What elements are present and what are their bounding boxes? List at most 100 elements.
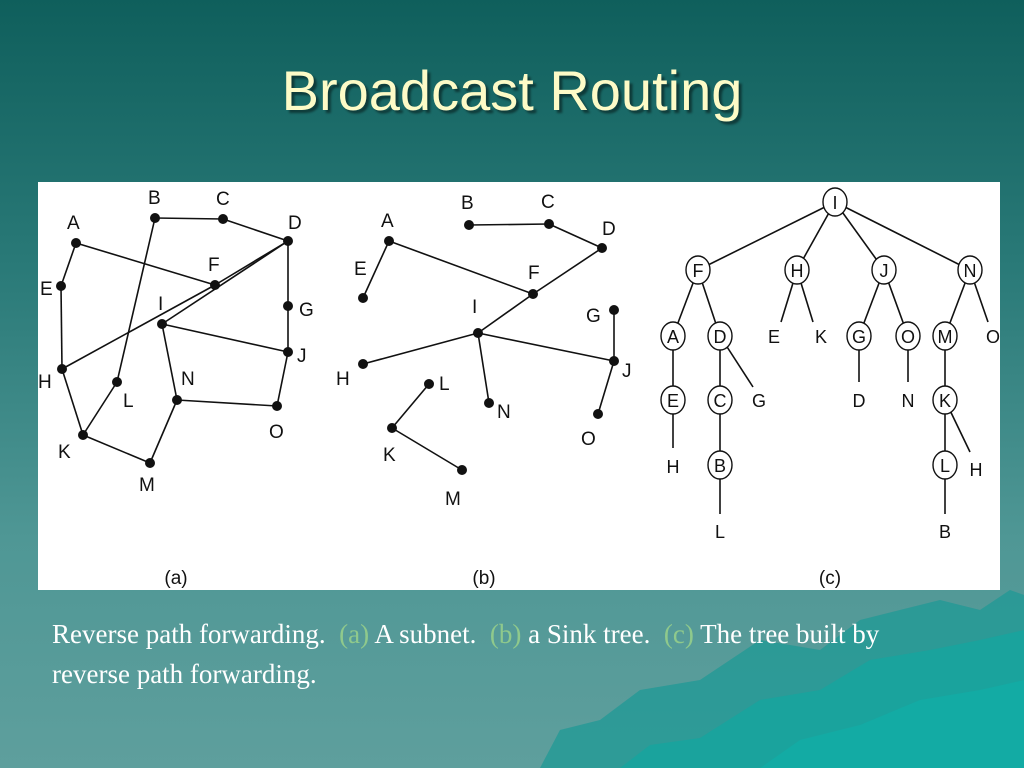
node-b-O [593,409,603,419]
panel-a-labels: A B C D E F G H I J K L M N O [38,188,314,496]
node-a-C [218,214,228,224]
node-a-E [56,281,66,291]
routing-figure: A B C D E F G H I J K L M N O [38,187,1001,589]
label-b-M: M [445,489,461,510]
label-b-E: E [354,259,367,280]
node-b-A [384,236,394,246]
tree-node-I [822,187,848,217]
caption-tag-a: (a) [339,619,370,649]
tree-node-F [685,255,711,285]
tree-label-J: J [880,261,889,281]
tree-node-E [660,385,686,415]
node-a-L [112,377,122,387]
node-b-J [609,356,619,366]
tree-node-O [895,321,921,351]
panel-c-nodes [660,187,983,480]
subfigure-caption-b: (b) [472,568,495,589]
label-a-J: J [297,346,307,367]
node-a-I [157,319,167,329]
tree-leaf-N: N [902,391,915,411]
tree-leaf-G: G [752,391,766,411]
label-b-H: H [336,369,350,390]
label-a-C: C [216,189,230,210]
tree-node-N [957,255,983,285]
label-b-G: G [586,306,601,327]
tree-leaf-E: E [768,327,780,347]
node-a-K [78,430,88,440]
label-b-I: I [472,297,477,318]
subfigure-caption-c: (c) [819,568,841,589]
label-a-F: F [208,255,220,276]
tree-label-E: E [667,391,679,411]
node-a-J [283,347,293,357]
node-a-D [283,236,293,246]
label-a-I: I [158,294,163,315]
node-b-K [387,423,397,433]
node-a-F [210,280,220,290]
label-b-J: J [622,361,632,382]
tree-leaf-H: H [667,457,680,477]
tree-label-M: M [938,327,953,347]
label-b-O: O [581,429,596,450]
node-b-M [457,465,467,475]
tree-leaf-K: K [815,327,827,347]
tree-label-H: H [791,261,804,281]
tree-label-O: O [901,327,915,347]
node-a-N [172,395,182,405]
node-b-H [358,359,368,369]
caption-text-b: a Sink tree. [528,619,651,649]
tree-node-K [932,385,958,415]
tree-label-I: I [832,193,837,213]
panel-c-node-labels: I F H J N A D G O M E C K B L E K O G H … [667,193,1001,542]
node-b-F [528,289,538,299]
node-a-A [71,238,81,248]
tree-label-L: L [940,456,950,476]
tree-label-K: K [939,391,951,411]
panel-b-edges [362,223,615,471]
node-b-E [358,293,368,303]
node-a-O [272,401,282,411]
tree-node-M [932,321,958,351]
label-a-O: O [269,422,284,443]
label-b-A: A [381,211,394,232]
node-b-L [424,379,434,389]
caption-text-c: The tree built by reverse path forwardin… [52,619,880,689]
node-b-N [484,398,494,408]
tree-label-A: A [667,327,679,347]
label-b-K: K [383,445,396,466]
label-b-C: C [541,192,555,213]
tree-node-C [707,385,733,415]
tree-label-C: C [714,391,727,411]
tree-node-J [871,255,897,285]
node-b-D [597,243,607,253]
tree-label-N: N [964,261,977,281]
node-a-B [150,213,160,223]
panel-b-labels: A B C D E F G H I J K L M N O [336,192,632,510]
tree-node-A [660,321,686,351]
node-b-C [544,219,554,229]
panel-a-edges [60,217,289,464]
node-b-B [464,220,474,230]
tree-leaf-B: B [939,522,951,542]
label-b-N: N [497,402,511,423]
caption-text-a: A subnet. [374,619,477,649]
label-a-E: E [40,279,53,300]
caption-tag-c: (c) [663,619,694,649]
node-b-G [609,305,619,315]
tree-leaf-H2: H [970,460,983,480]
label-a-M: M [139,475,155,496]
node-b-I [473,328,483,338]
tree-node-D [707,321,733,351]
tree-leaf-D: D [853,391,866,411]
label-a-G: G [299,300,314,321]
tree-label-D: D [714,327,727,347]
tree-node-H [784,255,810,285]
label-b-F: F [528,263,540,284]
panel-a-nodes [56,213,293,468]
tree-leaf-L: L [715,522,725,542]
label-a-D: D [288,213,302,234]
tree-label-F: F [693,261,704,281]
node-a-M [145,458,155,468]
panel-b-nodes [358,219,619,475]
